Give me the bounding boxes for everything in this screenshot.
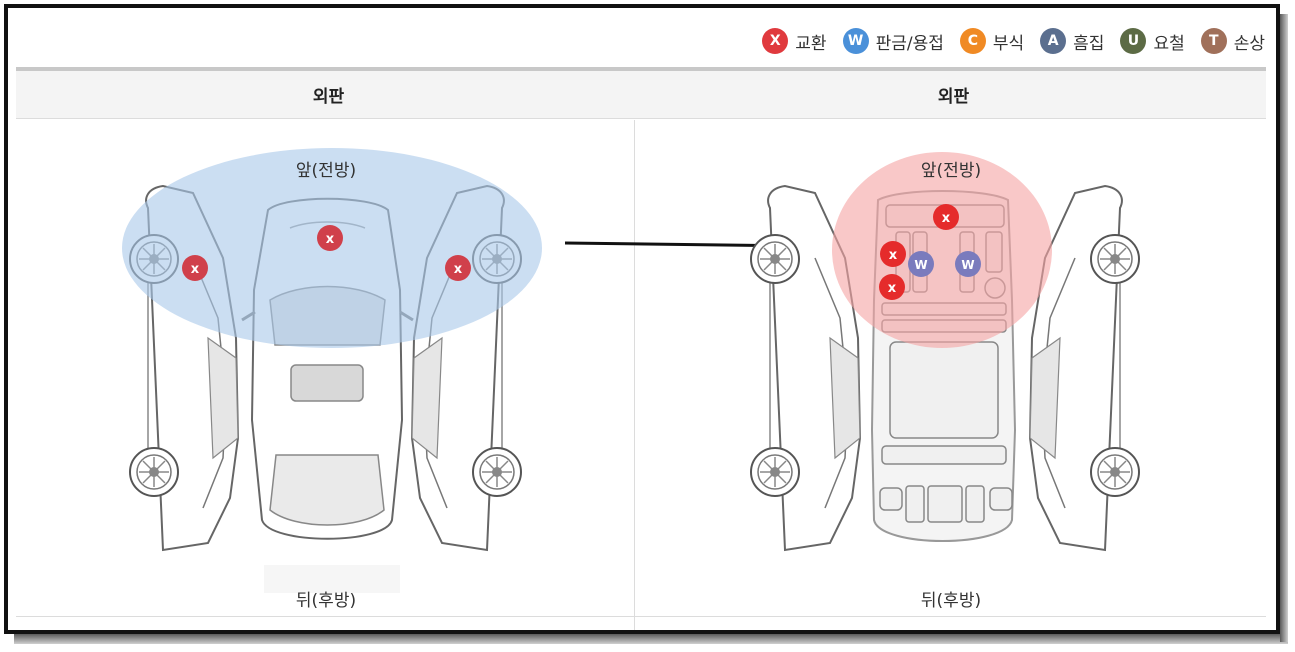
marker-x-icon: x [879,274,905,300]
legend-badge-a-icon: A [1040,28,1067,54]
legend-item-replace: X 교환 [762,28,827,54]
right-rear-label: 뒤(후방) [920,591,982,611]
damage-legend: X 교환 W 판금/용접 C 부식 A 흠집 U 요철 T 손상 [762,28,1265,54]
marker-x-icon: x [317,225,343,251]
svg-text:x: x [889,248,898,263]
right-front-label: 앞(전방) [920,161,982,181]
legend-badge-w-icon: W [842,28,869,54]
legend-label: 손상 [1233,33,1265,54]
legend-item-corrosion: C 부식 [959,28,1025,54]
panel-divider [634,120,635,634]
left-front-label: 앞(전방) [295,161,357,181]
marker-w-icon: W [908,251,934,277]
svg-text:W: W [961,258,974,272]
legend-label: 부식 [992,33,1025,54]
svg-text:x: x [191,262,200,277]
marker-w-icon: W [955,251,981,277]
table-bottom-border [16,616,1266,617]
legend-item-damage: T 손상 [1200,28,1265,54]
svg-text:x: x [326,232,335,247]
right-car-frame-view: x x x W W [750,152,1140,552]
left-car-top-view: x x x [122,148,542,552]
header-exterior-right: 외판 [937,87,970,107]
marker-x-icon: x [933,204,959,230]
legend-badge-x-icon: X [762,28,789,54]
marker-x-icon: x [182,255,208,281]
frame-shadow [1280,14,1288,642]
legend-label: 흠집 [1073,33,1105,54]
legend-badge-t-icon: T [1200,28,1227,54]
svg-text:x: x [942,211,951,226]
legend-badge-u-icon: U [1120,28,1147,54]
legend-label: 판금/용접 [875,33,944,54]
legend-item-sheet-metal: W 판금/용접 [842,28,944,54]
rear-label-background [264,565,400,593]
legend-item-dent: U 요철 [1120,28,1185,54]
marker-x-icon: x [445,255,471,281]
marker-x-icon: x [880,241,906,267]
legend-badge-c-icon: C [959,28,986,54]
header-exterior-left: 외판 [312,87,345,107]
table-header: 외판 외판 [16,67,1266,119]
right-front-highlight [832,152,1052,348]
svg-text:x: x [888,281,897,296]
legend-label: 교환 [795,33,827,54]
legend-label: 요철 [1153,33,1185,54]
legend-item-scratch: A 흠집 [1040,28,1104,54]
svg-text:W: W [914,258,927,272]
svg-text:x: x [454,262,463,277]
left-rear-label: 뒤(후방) [295,591,357,611]
